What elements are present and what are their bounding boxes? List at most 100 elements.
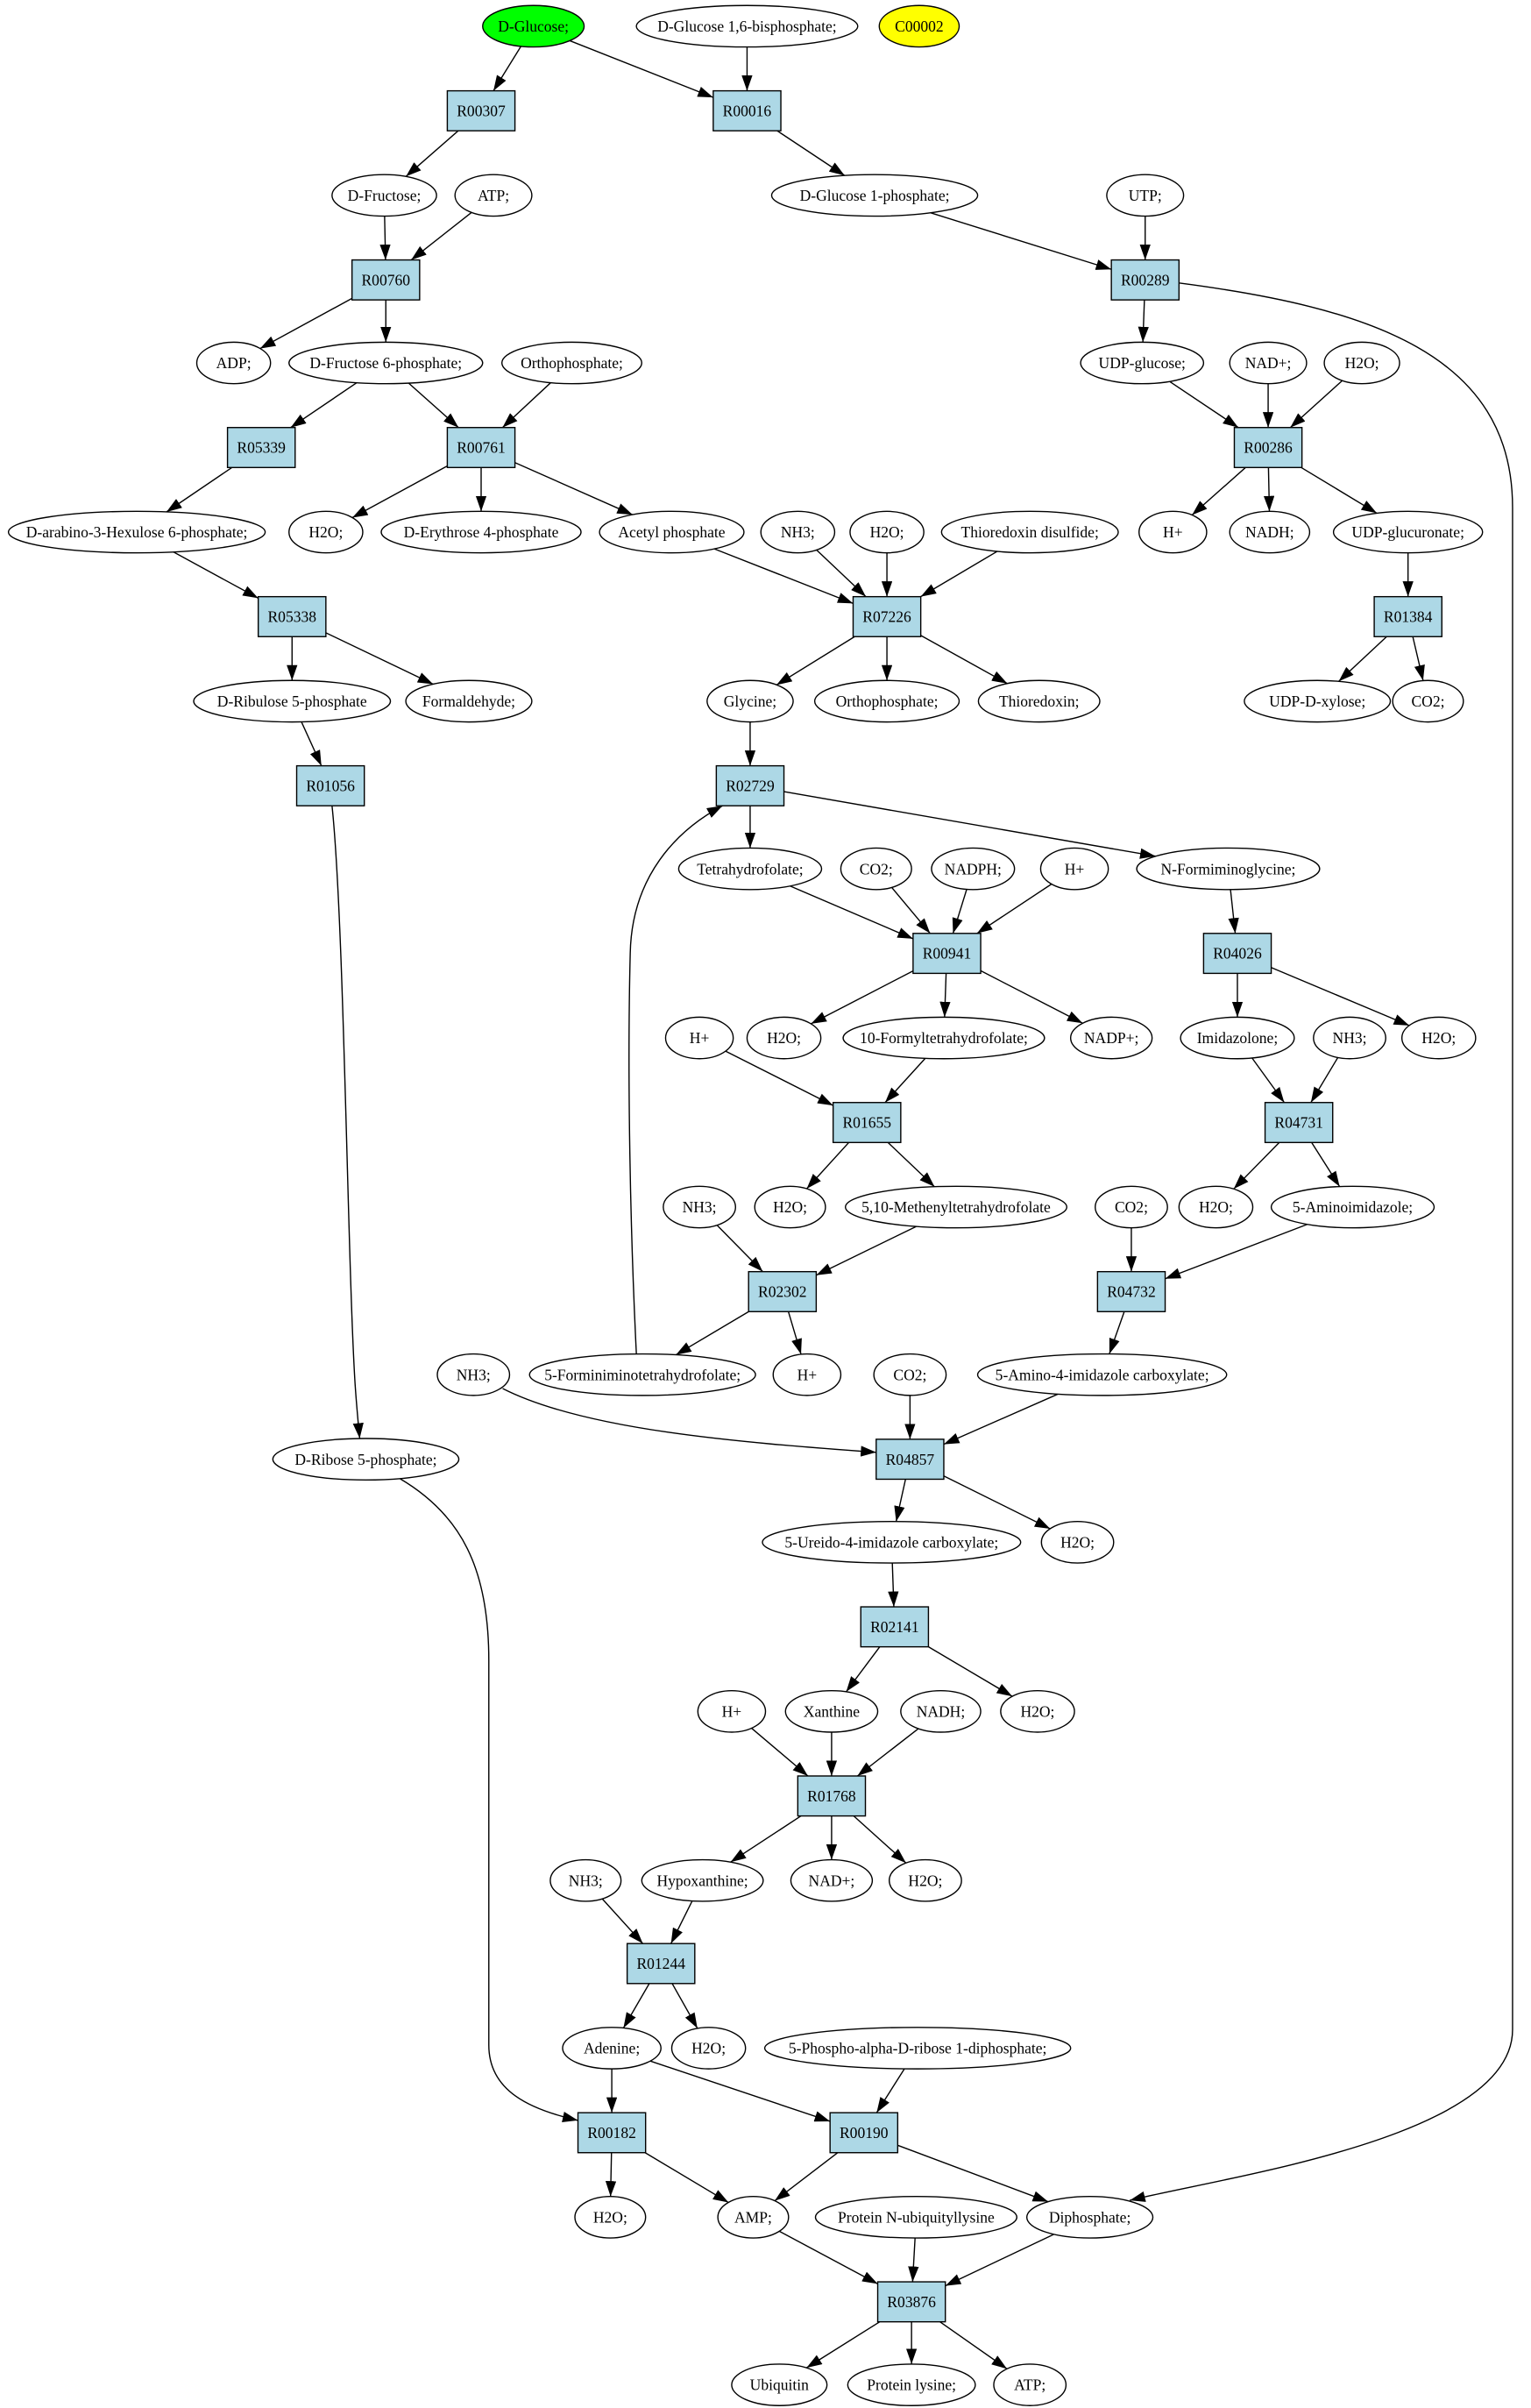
edge-arrow <box>331 806 364 1439</box>
edge-arrow <box>856 1728 919 1777</box>
compound-ellipse <box>331 174 437 217</box>
reaction-node: R05339 <box>226 427 296 469</box>
reaction-box <box>748 1270 818 1312</box>
compound-label: ATP; <box>1014 2376 1045 2394</box>
compound-ellipse <box>528 1353 756 1396</box>
compound-label: H2O; <box>908 1872 942 1889</box>
compound-ellipse <box>1180 1016 1295 1060</box>
compound-label: D-Ribose 5-phosphate; <box>294 1451 436 1468</box>
compound-label: H+ <box>722 1702 742 1720</box>
reaction-label: R01244 <box>636 1955 685 1972</box>
compound-node: C00002 <box>878 4 960 48</box>
compound-label: H2O; <box>691 2040 726 2057</box>
edge-arrow <box>1301 466 1378 515</box>
reaction-node: R00760 <box>351 259 421 301</box>
compound-label: H2O; <box>593 2209 627 2227</box>
reaction-label: R07226 <box>862 608 911 626</box>
edge-arrow <box>875 2068 905 2113</box>
reaction-box <box>715 764 785 806</box>
compound-label: H+ <box>1163 523 1183 541</box>
compound-label: Protein lysine; <box>867 2376 956 2394</box>
reaction-label: R03876 <box>887 2293 936 2311</box>
compound-ellipse <box>1229 510 1311 554</box>
edge-arrow <box>853 1815 907 1864</box>
edge-arrow <box>811 970 914 1025</box>
compound-node: ADP; <box>195 341 272 385</box>
compound-ellipse <box>845 1185 1067 1229</box>
compound-ellipse <box>1138 510 1208 554</box>
compound-node: Orthophosphate; <box>500 341 643 385</box>
compound-node: NAD+; <box>1229 341 1308 385</box>
edge-arrow <box>569 39 714 98</box>
compound-label: Formaldehyde; <box>422 693 515 710</box>
edge-arrow <box>1412 636 1425 681</box>
compound-ellipse <box>976 1353 1228 1396</box>
edge-arrow <box>846 1646 881 1693</box>
compound-label: H2O; <box>308 523 343 541</box>
edge-arrow <box>1338 636 1387 682</box>
reaction-label: R02729 <box>726 778 775 795</box>
compound-node: Protein N-ubiquityllysine <box>814 2196 1017 2239</box>
compound-node: H2O; <box>288 510 364 554</box>
compound-node: ATP; <box>993 2363 1067 2406</box>
reaction-node: R04732 <box>1096 1270 1166 1312</box>
compound-ellipse <box>813 679 960 723</box>
compound-label: D-Fructose 6-phosphate; <box>309 354 462 372</box>
compound-node: Xanthine <box>784 1689 879 1733</box>
compound-node: CO2; <box>873 1353 947 1396</box>
compound-ellipse <box>641 1858 764 1902</box>
compound-label: H2O; <box>870 523 904 541</box>
compound-node: H2O; <box>1178 1185 1254 1229</box>
reaction-box <box>351 259 421 301</box>
compound-node: D-arabino-3-Hexulose 6-phosphate; <box>7 510 266 554</box>
compound-label: H2O; <box>1020 1702 1054 1720</box>
edge-arrow <box>884 1057 926 1104</box>
compound-ellipse <box>900 1689 982 1733</box>
reaction-node: R01655 <box>832 1102 902 1144</box>
edge-arrow <box>894 1479 906 1522</box>
compound-node: NH3; <box>760 510 836 554</box>
edge-arrow <box>897 2144 1049 2203</box>
edge-arrow <box>790 885 914 940</box>
edge-arrow <box>943 1393 1059 1446</box>
compound-node: NH3; <box>436 1353 511 1396</box>
reaction-box <box>829 2112 899 2154</box>
compound-label: NH3; <box>781 523 815 541</box>
compound-label: H2O; <box>1060 1534 1095 1552</box>
compound-label: H2O; <box>1421 1029 1456 1047</box>
compound-label: 10-Formyltetrahydrofolate; <box>860 1029 1028 1047</box>
reaction-node: R00190 <box>829 2112 899 2154</box>
edge-arrow <box>325 632 434 685</box>
compound-ellipse <box>1332 510 1484 554</box>
edge-arrow <box>751 1727 809 1777</box>
edge-arrow <box>1311 1141 1341 1188</box>
edge-arrow <box>1138 300 1149 343</box>
compound-node: Thioredoxin; <box>977 679 1101 723</box>
compound-ellipse <box>763 2027 1072 2070</box>
edge-arrow <box>1263 467 1275 512</box>
compound-label: NADH; <box>1245 523 1294 541</box>
compound-ellipse <box>993 2363 1067 2406</box>
compound-label: D-Glucose 1,6-bisphosphate; <box>657 18 837 35</box>
edge-arrow <box>605 2152 617 2197</box>
compound-ellipse <box>784 1689 879 1733</box>
edge-arrow <box>888 1563 899 1608</box>
compound-ellipse <box>288 341 484 385</box>
edge-arrow <box>908 2238 919 2283</box>
compound-node: H2O; <box>670 2027 747 2070</box>
reaction-node: R00289 <box>1110 259 1180 301</box>
compound-label: Glycine; <box>724 693 776 710</box>
compound-ellipse <box>1069 1016 1153 1060</box>
compound-label: UDP-D-xylose; <box>1269 693 1365 710</box>
edge-arrow <box>976 883 1053 934</box>
compound-node: Acetyl phosphate <box>599 510 745 554</box>
compound-label: H+ <box>797 1366 818 1383</box>
compound-ellipse <box>272 1438 460 1481</box>
compound-node: Formaldehyde; <box>405 679 533 723</box>
compound-label: NH3; <box>683 1198 717 1216</box>
compound-node: N-Formiminoglycine; <box>1136 847 1321 891</box>
reaction-label: R02302 <box>758 1283 807 1301</box>
edge-arrow <box>399 1477 578 2123</box>
compound-node: H2O; <box>574 2196 647 2239</box>
reaction-label: R04731 <box>1274 1114 1323 1132</box>
